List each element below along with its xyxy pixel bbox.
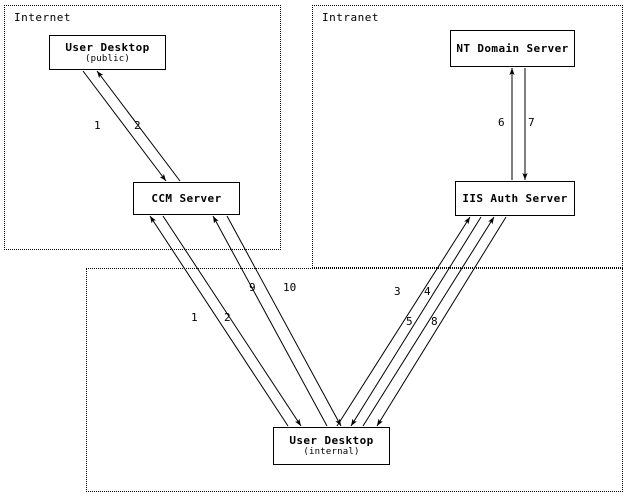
flow-3 (336, 216, 471, 427)
zone-label-intranet: Intranet (322, 11, 379, 24)
flow-step-label-2: 2 (224, 311, 231, 324)
node-user-desktop-public[interactable]: User Desktop (public) (49, 35, 166, 70)
flow-step-label-9: 9 (249, 281, 256, 294)
flow-step-label-7: 7 (528, 116, 535, 129)
flow-step-label-1: 1 (191, 311, 198, 324)
flow-2-public (96, 70, 181, 182)
flow-step-label-8: 8 (431, 315, 438, 328)
flow-1-internal (149, 215, 289, 427)
flow-step-label-2: 2 (134, 119, 141, 132)
flow-2-internal (162, 215, 302, 427)
node-user-desktop-internal[interactable]: User Desktop (internal) (273, 427, 390, 465)
flow-step-label-4: 4 (424, 285, 431, 298)
node-nt-domain-server[interactable]: NT Domain Server (450, 30, 575, 67)
flow-step-label-10: 10 (283, 281, 297, 294)
flow-step-label-5: 5 (406, 315, 413, 328)
node-ccm-server[interactable]: CCM Server (133, 182, 240, 215)
flow-step-label-1: 1 (94, 119, 101, 132)
node-title: IIS Auth Server (462, 192, 568, 205)
node-subtitle: (internal) (303, 447, 360, 457)
node-title: CCM Server (151, 192, 222, 205)
zone-internal-network (86, 268, 623, 492)
node-title: User Desktop (289, 434, 374, 447)
node-subtitle: (public) (85, 53, 130, 64)
flow-step-label-6: 6 (498, 116, 505, 129)
flow-5 (362, 216, 495, 427)
node-iis-auth-server[interactable]: IIS Auth Server (455, 181, 575, 216)
zone-label-internet: Internet (14, 11, 71, 24)
node-title: User Desktop (65, 40, 150, 54)
zone-intranet (312, 5, 623, 268)
flow-9 (212, 215, 328, 427)
flow-step-label-3: 3 (394, 285, 401, 298)
flow-1-public (82, 70, 167, 182)
zone-internet (4, 5, 281, 250)
flow-4 (350, 216, 482, 427)
node-title: NT Domain Server (456, 42, 569, 55)
flow-10 (226, 215, 342, 427)
flow-8 (376, 216, 507, 427)
